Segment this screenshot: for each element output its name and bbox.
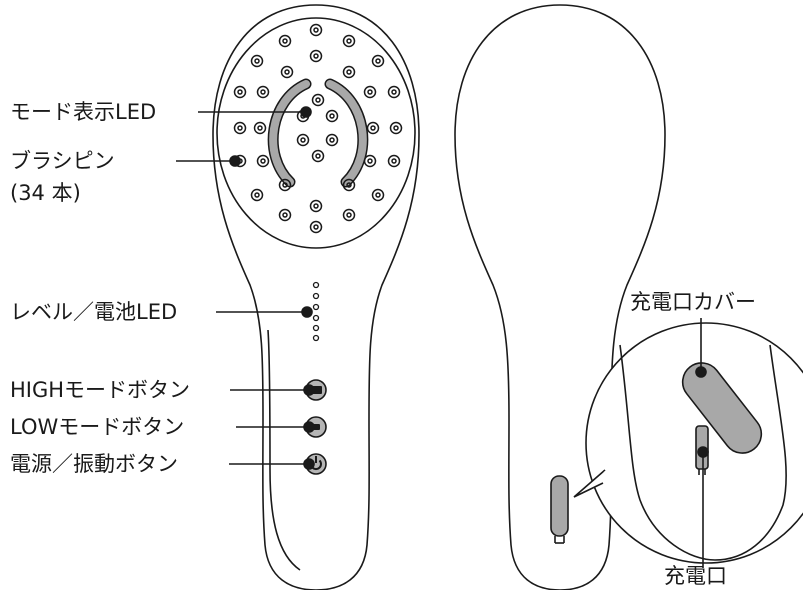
brush-pin (325, 133, 339, 147)
brush-pin (309, 49, 323, 63)
back-charge-cover (550, 475, 569, 537)
mode-led-arcs (267, 78, 369, 188)
brush-pin (250, 188, 264, 202)
brush-pin (363, 154, 377, 168)
charge-port-label: 充電口 (664, 564, 727, 588)
brush-pin (387, 154, 401, 168)
brush-pin (278, 208, 292, 222)
brush-pin (280, 65, 294, 79)
brush-pin (278, 34, 292, 48)
low-button-label: LOWモードボタン (10, 415, 185, 439)
brush-pin (342, 208, 356, 222)
brush-pin (342, 34, 356, 48)
brush-pin (296, 133, 310, 147)
magnified-callout (573, 322, 803, 564)
level-led-label: レベル／電池LED (10, 300, 178, 324)
brush-pin (309, 199, 323, 213)
brush-pin (363, 85, 377, 99)
brush-pin (342, 65, 356, 79)
brush-pin (250, 54, 264, 68)
high-button-label: HIGHモードボタン (10, 378, 191, 402)
brush-pins-label: ブラシピン (10, 149, 115, 173)
brush-pin (371, 188, 385, 202)
level-leds (312, 281, 320, 342)
mode-led-label: モード表示LED (10, 100, 157, 124)
level-led (312, 303, 320, 311)
brush-pin (309, 23, 323, 37)
brush-pins-count-label: (34 本) (10, 181, 81, 205)
charge-cover-label: 充電口カバー (630, 290, 756, 314)
brush-pin (387, 85, 401, 99)
brush-pin (311, 93, 325, 107)
brush-pin (342, 178, 356, 192)
front-handle-inner-line (267, 329, 301, 571)
brush-pin (278, 178, 292, 192)
charge-port-cover (681, 362, 763, 454)
brush-pin (233, 121, 247, 135)
level-led (312, 292, 320, 300)
callout-circle (585, 322, 803, 564)
level-led (312, 281, 320, 289)
brush-pin (325, 109, 339, 123)
level-led (312, 324, 320, 332)
level-led (312, 314, 320, 322)
brush-pin (389, 121, 403, 135)
brush-pin (366, 121, 380, 135)
leader-lines (176, 106, 709, 568)
brush-pin (309, 220, 323, 234)
brush-pin (256, 154, 270, 168)
brush-pins (233, 23, 403, 234)
power-button-label: 電源／振動ボタン (10, 452, 178, 476)
level-led (312, 334, 320, 342)
brush-pin (256, 85, 270, 99)
brush-pin (371, 54, 385, 68)
brush-pin (311, 149, 325, 163)
brush-pin (233, 85, 247, 99)
brush-pad-outline (216, 17, 416, 249)
brush-pin (253, 121, 267, 135)
callout-handle-outline (619, 344, 787, 561)
